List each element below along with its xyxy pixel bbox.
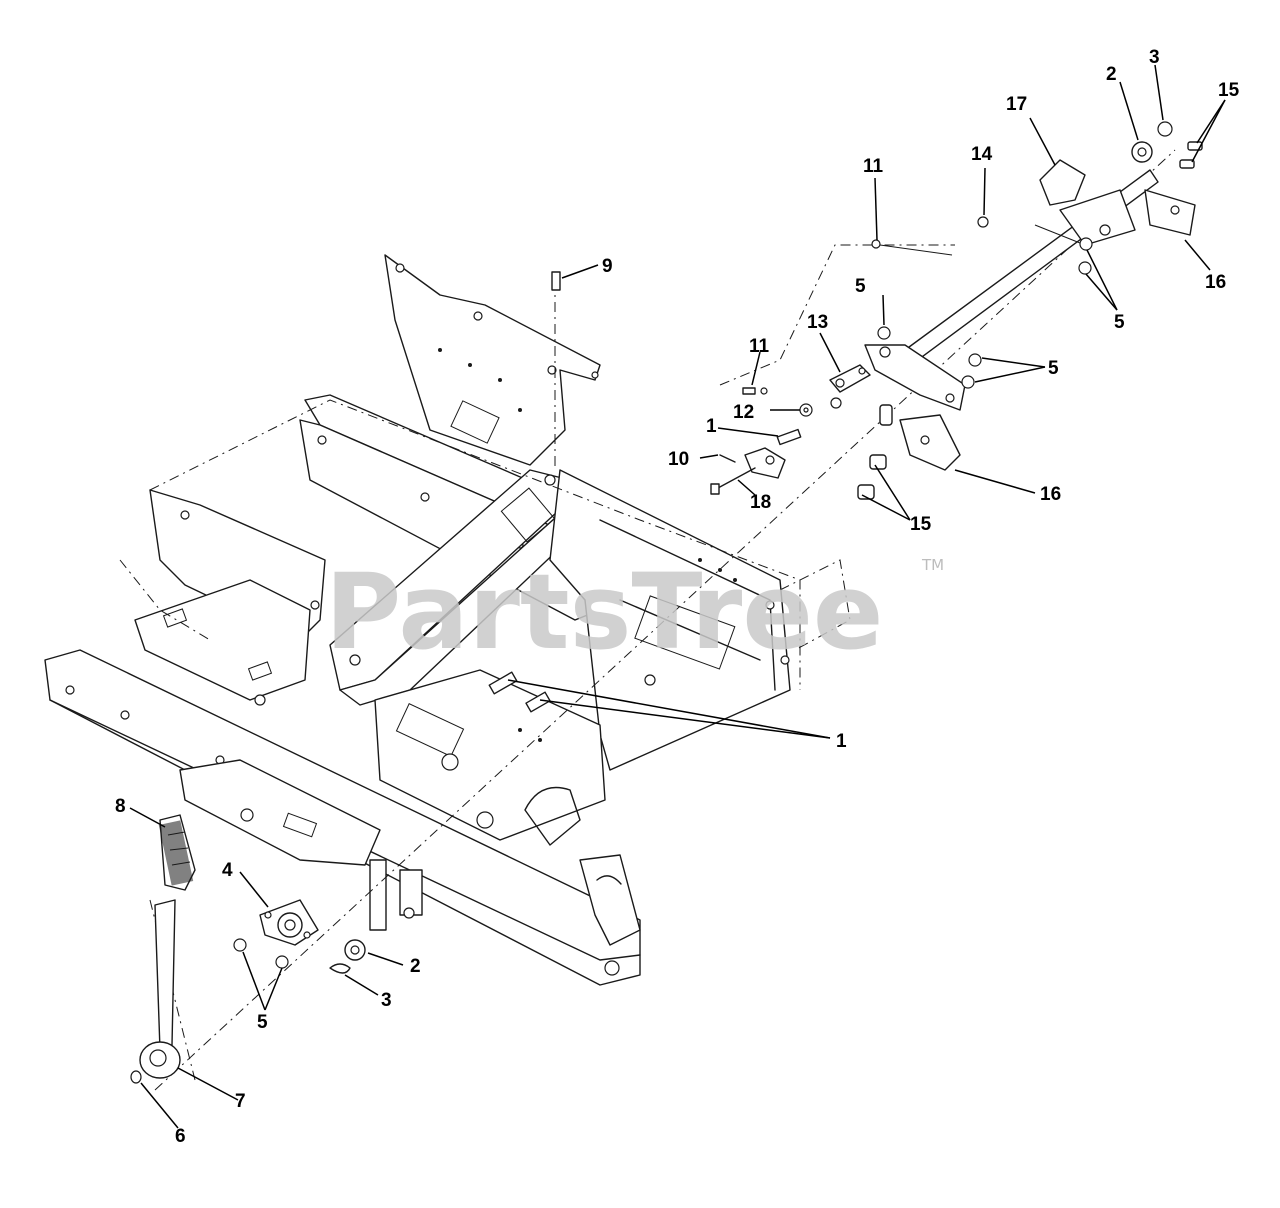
watermark-trademark: TM xyxy=(921,556,944,574)
part-bell-crank xyxy=(864,344,966,426)
leader-lines xyxy=(129,64,1226,1129)
callout-13: 13 xyxy=(807,312,828,333)
part-17-pedal-shaft xyxy=(904,159,1159,363)
callout-16: 16 xyxy=(1205,272,1226,293)
callout-11: 11 xyxy=(863,156,884,177)
callout-9: 9 xyxy=(602,256,613,277)
callout-2: 2 xyxy=(410,956,421,977)
callout-1: 1 xyxy=(706,416,717,437)
callout-15: 15 xyxy=(910,514,932,535)
callout-12: 12 xyxy=(733,402,754,423)
callout-4: 4 xyxy=(222,860,233,881)
callout-16: 16 xyxy=(1040,484,1061,505)
part-7-pedal-arm xyxy=(139,899,181,1079)
chassis-frame xyxy=(44,254,851,986)
callout-10: 10 xyxy=(668,449,689,470)
watermark-text: PartsTree xyxy=(325,551,883,673)
callout-5: 5 xyxy=(855,276,866,297)
callout-17: 17 xyxy=(1006,94,1027,115)
callout-5: 5 xyxy=(257,1012,268,1033)
callout-3: 3 xyxy=(381,990,392,1011)
callout-3: 3 xyxy=(1149,47,1160,68)
part-18-rod-end xyxy=(710,447,786,495)
watermark: PartsTree TM xyxy=(325,551,944,673)
callout-11: 11 xyxy=(749,336,770,357)
callout-5: 5 xyxy=(1114,312,1125,333)
callout-labels: 1 1 2 2 3 3 4 5 5 5 5 6 7 8 9 10 11 11 1… xyxy=(115,47,1240,1147)
callout-6: 6 xyxy=(175,1126,186,1147)
part-8-pedal-pad xyxy=(158,814,196,891)
callout-2: 2 xyxy=(1106,64,1117,85)
callout-8: 8 xyxy=(115,796,126,817)
callout-18: 18 xyxy=(750,492,771,513)
part-13-link xyxy=(829,364,871,393)
part-4-flange-bearing xyxy=(259,899,319,946)
callout-14: 14 xyxy=(971,144,993,165)
callout-5: 5 xyxy=(1048,358,1059,379)
callout-1: 1 xyxy=(836,731,847,752)
callout-15: 15 xyxy=(1218,80,1240,101)
part-16-brackets xyxy=(899,189,1196,471)
callout-7: 7 xyxy=(235,1091,246,1112)
